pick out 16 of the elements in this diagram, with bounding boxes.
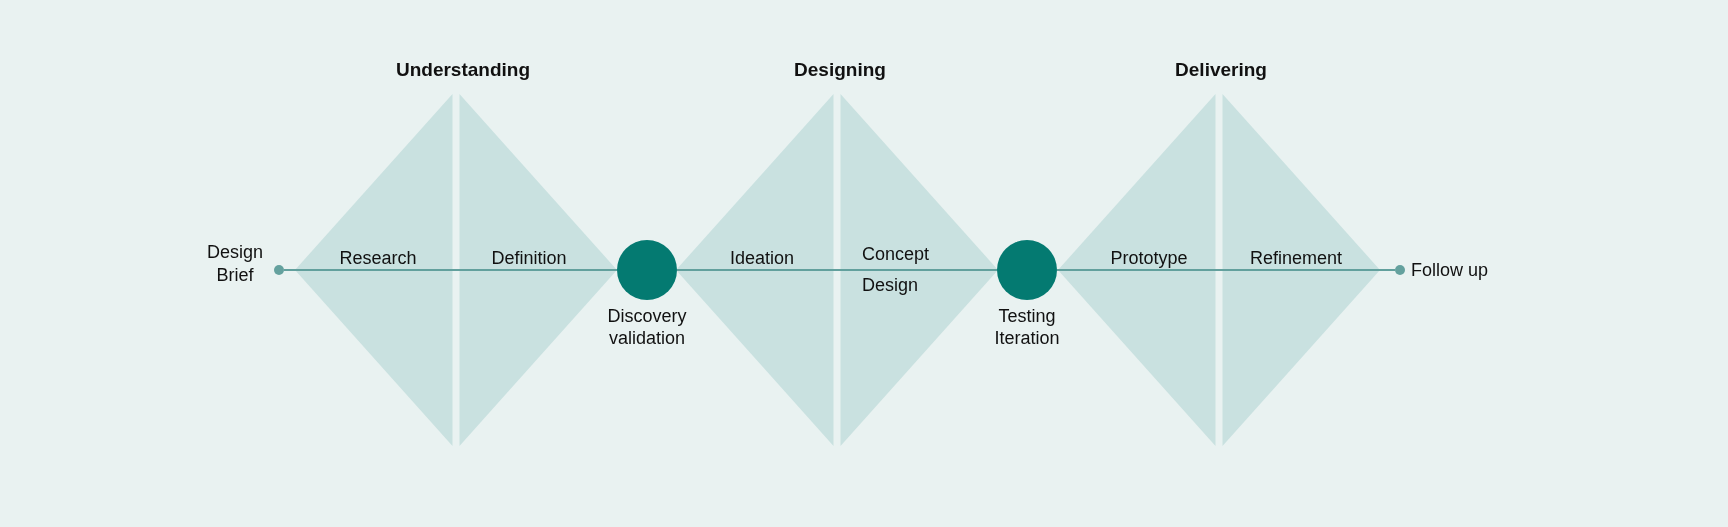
node-caption: Discovery validation [606,305,688,349]
connector-line [283,269,618,271]
phase-label: Prototype [1110,248,1188,268]
connector-line [676,269,998,271]
connector-line [1056,269,1396,271]
phase-label: Definition [491,248,567,268]
phase-heading: Understanding [395,58,531,82]
phase-label: Ideation [729,248,795,268]
node-caption: Testing Iteration [993,305,1061,349]
node-caption: Design Brief [206,240,264,287]
phase-label: Research [339,248,417,268]
phase-heading: Designing [794,58,886,82]
node-caption: Follow up [1411,259,1489,281]
phase-heading: Delivering [1175,58,1267,82]
phase-label: Refinement [1249,248,1343,268]
phase-label: Concept Design [862,242,931,297]
